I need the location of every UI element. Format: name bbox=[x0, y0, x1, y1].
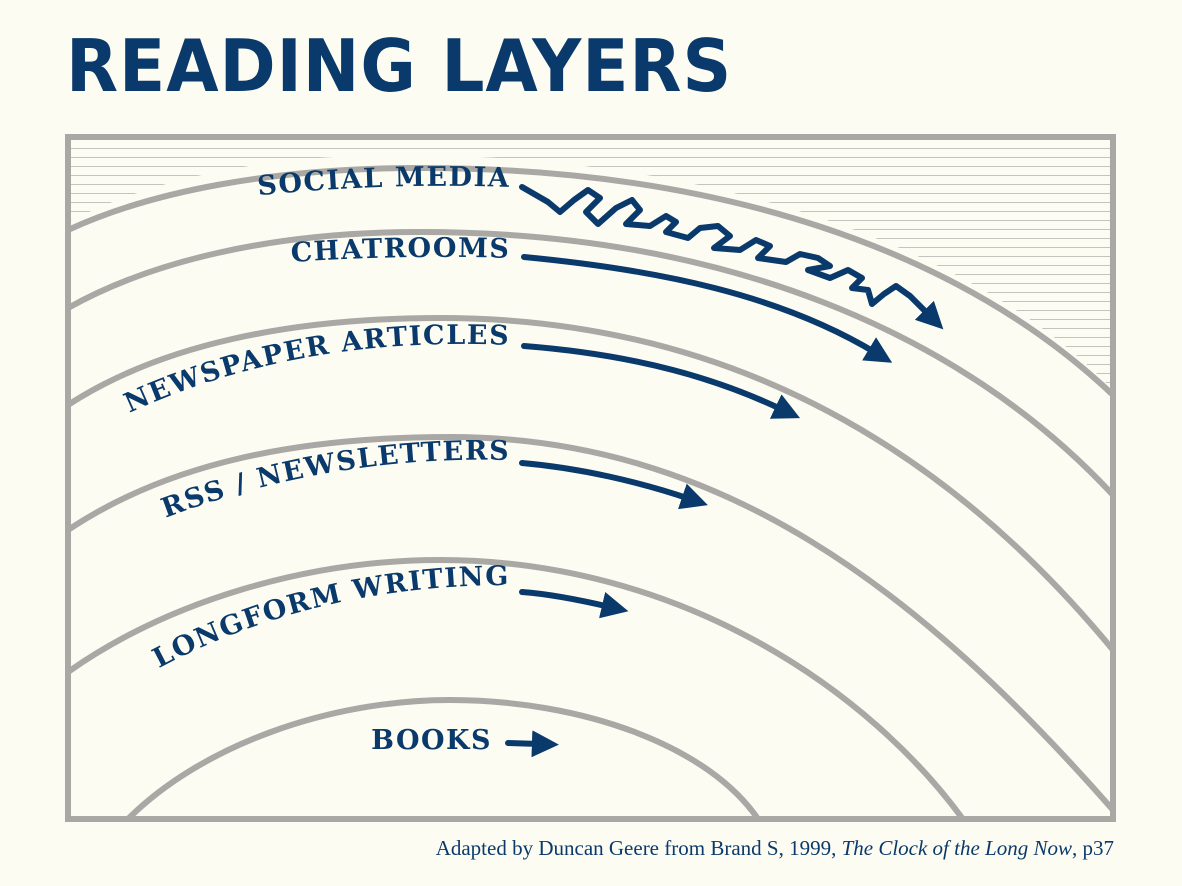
rss-newsletters-arrow bbox=[519, 460, 708, 510]
outer-hatch bbox=[68, 137, 1113, 390]
ring-4 bbox=[68, 433, 1113, 812]
ring-2 bbox=[68, 228, 1113, 498]
layer-label-books: BOOKS bbox=[371, 725, 492, 756]
layer-label-rss-newsletters: RSS / NEWSLETTERS bbox=[157, 436, 510, 525]
layer-label-longform-writing: LONGFORM WRITING bbox=[148, 561, 510, 675]
diagram-title: READING LAYERS bbox=[66, 24, 733, 108]
newspaper-articles-arrow bbox=[521, 343, 801, 419]
ring-5 bbox=[68, 556, 967, 819]
longform-writing-arrow bbox=[519, 589, 629, 619]
caption-prefix: Adapted by Duncan Geere from Brand S, 19… bbox=[435, 836, 842, 860]
layer-label-newspaper-articles: NEWSPAPER ARTICLES bbox=[120, 320, 511, 419]
ring-1 bbox=[68, 164, 1113, 398]
social-media-wiggly-arrow bbox=[519, 184, 944, 330]
caption-work-title: The Clock of the Long Now bbox=[841, 836, 1072, 860]
source-caption: Adapted by Duncan Geere from Brand S, 19… bbox=[436, 836, 1114, 861]
layer-label-chatrooms: CHATROOMS bbox=[290, 233, 511, 269]
books-arrow bbox=[505, 730, 559, 758]
ring-6 bbox=[123, 696, 762, 819]
diagram-frame bbox=[65, 134, 1116, 822]
caption-suffix: , p37 bbox=[1072, 836, 1114, 860]
chatrooms-arrow bbox=[521, 254, 893, 363]
ring-3 bbox=[68, 314, 1113, 652]
